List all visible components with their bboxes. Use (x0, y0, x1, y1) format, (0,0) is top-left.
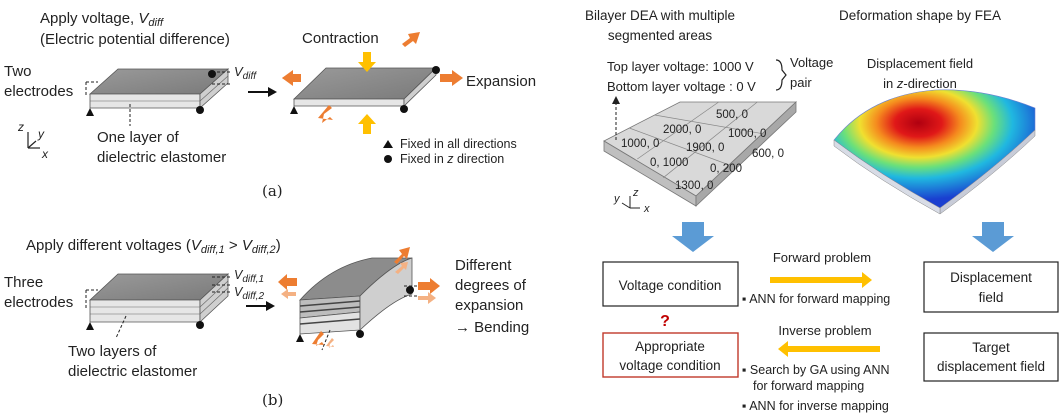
panel-a: Apply voltage, Vdiff (Electric potential… (4, 10, 536, 200)
svg-text:z: z (17, 120, 24, 134)
label-dielectric-a: dielectric elastomer (97, 149, 226, 166)
axes-a: z y x (17, 120, 49, 161)
cell-3: 1000, 0 (728, 128, 766, 140)
disp-title-1: Displacement field (867, 56, 973, 71)
cell-5: 1900, 0 (686, 142, 724, 154)
cell-8: 0, 200 (710, 163, 742, 175)
bilayer-plate (88, 273, 230, 323)
fea-deformation (833, 89, 1036, 215)
cell-1: 500, 0 (716, 109, 748, 121)
displacement-label-1: Displacement (950, 270, 1032, 285)
label-three: Three (4, 274, 43, 291)
legend-fixed-all: Fixed in all directions (400, 137, 517, 151)
right-workflow: Bilayer DEA with multiple segmented area… (585, 8, 1059, 413)
displacement-label-2: field (979, 290, 1004, 305)
label-dielectric-b: dielectric elastomer (68, 363, 197, 380)
label-contraction: Contraction (302, 30, 379, 47)
question-mark: ? (660, 313, 670, 330)
panel-b-title: Apply different voltages (Vdiff,1 > Vdif… (26, 237, 281, 256)
cell-7: 0, 1000 (650, 157, 688, 169)
svg-text:y: y (613, 193, 621, 205)
forward-problem-label: Forward problem (773, 250, 871, 265)
legend-fixed-z: Fixed in z direction (400, 152, 504, 166)
panel-a-title-line1: Apply voltage, Vdiff (40, 10, 164, 29)
svg-text:x: x (643, 203, 650, 215)
panel-a-title-line2: (Electric potential difference) (40, 31, 230, 48)
fixed-triangle-a1 (86, 108, 94, 116)
contraction-arrows-a (358, 52, 376, 134)
ann-inverse-label: ▪ ANN for inverse mapping (742, 399, 889, 413)
axes-right: z y x (613, 187, 650, 215)
ann-forward-label: ▪ ANN for forward mapping (742, 292, 890, 306)
label-v2-b: Vdiff,2 (234, 285, 264, 302)
label-vdiff-a: Vdiff (234, 64, 257, 82)
top-layer-voltage: Top layer voltage: 1000 V (607, 59, 754, 74)
inverse-problem-label: Inverse problem (778, 323, 871, 338)
disp-title-2: in z-direction (883, 76, 957, 91)
fea-title: Deformation shape by FEA (839, 8, 1001, 23)
svg-text:x: x (41, 147, 49, 161)
target-label-1: Target (972, 340, 1010, 355)
legend-dot (384, 155, 392, 163)
svg-text:z: z (632, 187, 639, 199)
appropriate-voltage-box (602, 332, 739, 378)
blue-arrow-right (972, 222, 1014, 252)
fixed-dot-a2 (208, 70, 216, 78)
voltage-pair-brace (775, 59, 787, 91)
label-electrodes: electrodes (4, 83, 73, 100)
label-two-layers: Two layers of (68, 343, 157, 360)
cell-2: 2000, 0 (663, 124, 701, 136)
label-different: Different (455, 257, 512, 274)
label-bending: → Bending (455, 319, 529, 336)
inverse-arrow (778, 341, 880, 357)
label-v1-b: Vdiff,1 (234, 268, 264, 285)
label-degrees: degrees of (455, 277, 527, 294)
fixed-dot-a1 (196, 106, 204, 114)
forward-arrow (770, 272, 872, 288)
label-electrodes-b: electrodes (4, 294, 73, 311)
caption-b: (b) (262, 391, 283, 409)
expanded-plate (293, 67, 437, 107)
cell-4: 1000, 0 (621, 138, 659, 150)
displacement-field-box (923, 261, 1059, 313)
cell-6: 600, 0 (752, 148, 784, 160)
voltage-condition-box (602, 261, 739, 307)
bending-arrows-b (278, 247, 440, 348)
bottom-layer-voltage: Bottom layer voltage : 0 V (607, 79, 756, 94)
bent-plate (299, 257, 413, 335)
single-layer-plate (88, 68, 230, 109)
expansion-arrows-a (282, 32, 463, 123)
target-label-2: displacement field (937, 359, 1045, 374)
bilayer-title-1: Bilayer DEA with multiple (585, 8, 735, 23)
target-field-box (923, 332, 1059, 382)
label-expansion: Expansion (466, 73, 536, 90)
search-label-2: for forward mapping (753, 379, 864, 393)
blue-arrow-left (672, 222, 714, 252)
appropriate-label-2: voltage condition (619, 358, 720, 373)
label-expansion-b: expansion (455, 297, 523, 314)
voltage-pair-1: Voltage (790, 55, 833, 70)
segmented-plate (603, 101, 798, 207)
cell-9: 1300, 0 (675, 180, 713, 192)
voltage-pair-2: pair (790, 75, 812, 90)
appropriate-label-1: Appropriate (635, 339, 705, 354)
panel-b: Apply different voltages (Vdiff,1 > Vdif… (4, 237, 529, 409)
search-label-1: ▪ Search by GA using ANN (742, 363, 890, 377)
caption-a: (a) (262, 182, 283, 200)
legend-triangle (383, 140, 393, 148)
svg-text:y: y (37, 127, 45, 141)
label-one-layer: One layer of (97, 129, 180, 146)
bilayer-title-2: segmented areas (608, 28, 713, 43)
voltage-condition-label: Voltage condition (619, 278, 722, 293)
label-two: Two (4, 63, 32, 80)
